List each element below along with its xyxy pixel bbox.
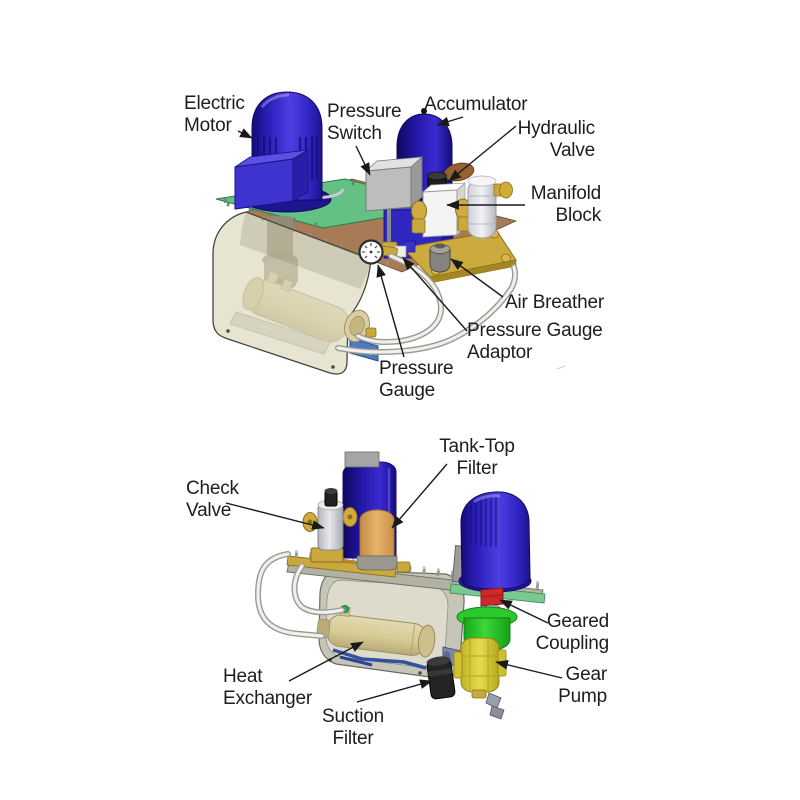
label-hydraulic-valve: Hydraulic Valve xyxy=(517,118,596,161)
label-heat-exchanger: Heat Exchanger xyxy=(223,666,313,709)
leader-pressure-gauge xyxy=(376,264,405,358)
label-geared-coupling: Geared Coupling xyxy=(535,611,610,654)
leader-pressure-gauge-adaptor xyxy=(402,257,468,332)
leader-air-breather xyxy=(450,258,504,298)
pressure-gauge-part xyxy=(358,239,384,265)
label-check-valve: Check Valve xyxy=(186,478,239,521)
label-pressure-gauge: Pressure Gauge xyxy=(379,358,454,401)
solenoid-coil xyxy=(467,175,513,239)
leader-lines xyxy=(225,116,563,703)
stray-mark xyxy=(556,365,566,370)
hpu-cutaway-illustration xyxy=(254,451,546,720)
leader-suction-filter xyxy=(356,679,433,703)
label-tank-top-filter: Tank-Top Filter xyxy=(439,436,515,479)
label-pressure-switch: Pressure Switch xyxy=(327,101,402,144)
label-accumulator: Accumulator xyxy=(424,94,528,115)
suction-filter-part xyxy=(426,656,456,700)
tank-top-filter-part xyxy=(356,509,411,573)
leader-electric-motor xyxy=(237,128,253,139)
pressure-switch-part xyxy=(364,156,424,254)
leader-pressure-switch xyxy=(355,145,371,176)
leader-gear-pump xyxy=(495,660,563,679)
leader-geared-coupling xyxy=(499,599,549,624)
hydraulic-hoses-top xyxy=(335,253,518,355)
hpu-external-illustration xyxy=(212,91,566,375)
label-manifold-block: Manifold Block xyxy=(530,183,601,226)
leader-accumulator xyxy=(436,116,464,127)
leader-heat-exchanger xyxy=(288,641,364,682)
oil-tank xyxy=(212,211,372,375)
leader-tank-top-filter xyxy=(391,463,448,529)
manifold-block-part xyxy=(411,182,472,238)
leader-check-valve xyxy=(225,502,325,530)
label-electric-motor: Electric Motor xyxy=(184,93,245,136)
label-gear-pump: Gear Pump xyxy=(558,664,607,707)
leader-hydraulic-valve xyxy=(448,125,517,182)
hydraulic-hoses-bottom xyxy=(254,551,345,639)
label-air-breather: Air Breather xyxy=(505,292,604,313)
label-suction-filter: Suction Filter xyxy=(322,706,384,749)
air-breather-part xyxy=(429,243,451,273)
label-pressure-gauge-adaptor: Pressure Gauge Adaptor xyxy=(467,320,603,363)
pump-motor xyxy=(451,491,532,593)
motor-terminal-box xyxy=(234,149,309,210)
check-valve-part xyxy=(302,488,358,563)
